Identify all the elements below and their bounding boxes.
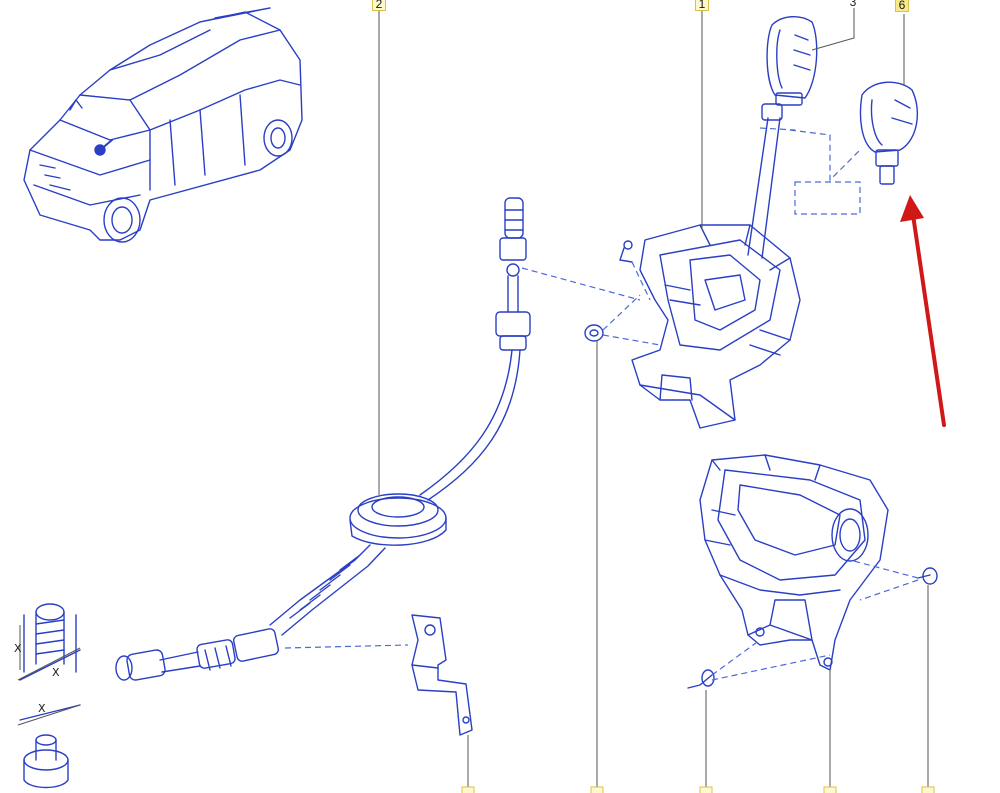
shift-cable-assembly — [115, 197, 531, 681]
assembly-guide-lines — [284, 127, 919, 681]
bolt-detail-illustration — [19, 603, 81, 789]
vehicle-illustration — [23, 7, 303, 243]
callout-6-highlighted[interactable]: 6 — [895, 0, 909, 12]
bottom-callout-markers — [461, 786, 935, 793]
dimension-label-x: X — [14, 642, 22, 655]
callout-leader-lines — [17, 8, 929, 790]
dimension-label-x: X — [52, 666, 60, 679]
callout-1: 1 — [695, 0, 709, 11]
cable-bracket — [411, 614, 473, 736]
gear-selector-assembly — [584, 16, 919, 429]
red-annotation-arrow — [900, 195, 946, 427]
gear-housing-assembly — [687, 454, 938, 689]
dimension-label-x: X — [38, 702, 46, 715]
callout-2: 2 — [372, 0, 386, 11]
callout-3: 3 — [849, 0, 857, 9]
